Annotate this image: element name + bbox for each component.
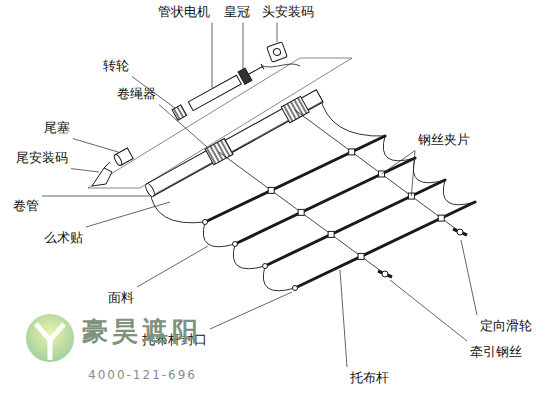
leader-line bbox=[461, 240, 477, 315]
head-bracket bbox=[267, 42, 288, 63]
watermark: 豪昊遮阳 bbox=[82, 316, 202, 347]
guide-pulley bbox=[453, 229, 467, 235]
part-label: 钢丝夹片 bbox=[418, 132, 470, 148]
brand-logo bbox=[26, 314, 74, 362]
motor-cable bbox=[262, 64, 300, 67]
leader-line bbox=[159, 105, 207, 147]
guide-pulley bbox=[457, 229, 463, 235]
part-label: 卷管 bbox=[13, 198, 39, 214]
bar-end-cap bbox=[203, 220, 208, 225]
leader-line bbox=[212, 23, 213, 88]
tubular-motor bbox=[172, 60, 266, 121]
part-label: 头安装码 bbox=[262, 4, 314, 20]
bar-end-cap bbox=[263, 264, 268, 269]
guide-pulley bbox=[382, 271, 388, 277]
leader-line bbox=[411, 151, 415, 196]
support-bar bbox=[265, 180, 445, 266]
fabric-fold bbox=[263, 180, 475, 291]
part-label: 皇冠 bbox=[224, 4, 250, 20]
part-label: 转轮 bbox=[103, 58, 129, 74]
leader-line bbox=[243, 23, 244, 70]
leader-line bbox=[340, 270, 347, 367]
wire-clip bbox=[268, 187, 274, 193]
leader-line bbox=[71, 169, 99, 172]
leader-line bbox=[277, 23, 278, 42]
part-label: 尾安装码 bbox=[16, 150, 68, 166]
wire-clip bbox=[438, 215, 444, 221]
wire-clip bbox=[349, 149, 355, 155]
part-label: 么术贴 bbox=[44, 230, 83, 246]
part-label: 托布杆 bbox=[350, 370, 389, 386]
wire-clip bbox=[328, 231, 334, 237]
part-label: 管状电机 bbox=[158, 4, 210, 20]
leader-line bbox=[390, 280, 467, 341]
part-label: 定向滑轮 bbox=[480, 318, 532, 334]
watermark: 4000-121-696 bbox=[88, 368, 197, 382]
part-label: 面料 bbox=[108, 290, 134, 306]
bar-end-cap bbox=[293, 286, 298, 291]
wire-clip bbox=[298, 209, 304, 215]
leader-line bbox=[42, 196, 150, 197]
pull-wire bbox=[295, 110, 460, 232]
bar-end-cap bbox=[233, 242, 238, 247]
leader-line bbox=[137, 246, 208, 287]
pull-wire bbox=[219, 152, 385, 274]
tail-bracket bbox=[92, 162, 112, 186]
support-bar bbox=[295, 202, 475, 288]
leader-line bbox=[210, 292, 292, 329]
guide-pulley bbox=[378, 271, 392, 277]
part-label: 尾塞 bbox=[44, 120, 70, 136]
tail-plug bbox=[113, 148, 133, 166]
leader-line bbox=[86, 202, 170, 227]
wire-clip bbox=[358, 253, 364, 259]
leader-line bbox=[73, 139, 118, 152]
part-label: 卷绳器 bbox=[117, 86, 156, 102]
part-label: 牵引钢丝 bbox=[470, 344, 522, 360]
leader-line bbox=[382, 151, 415, 174]
support-bar bbox=[235, 158, 415, 244]
